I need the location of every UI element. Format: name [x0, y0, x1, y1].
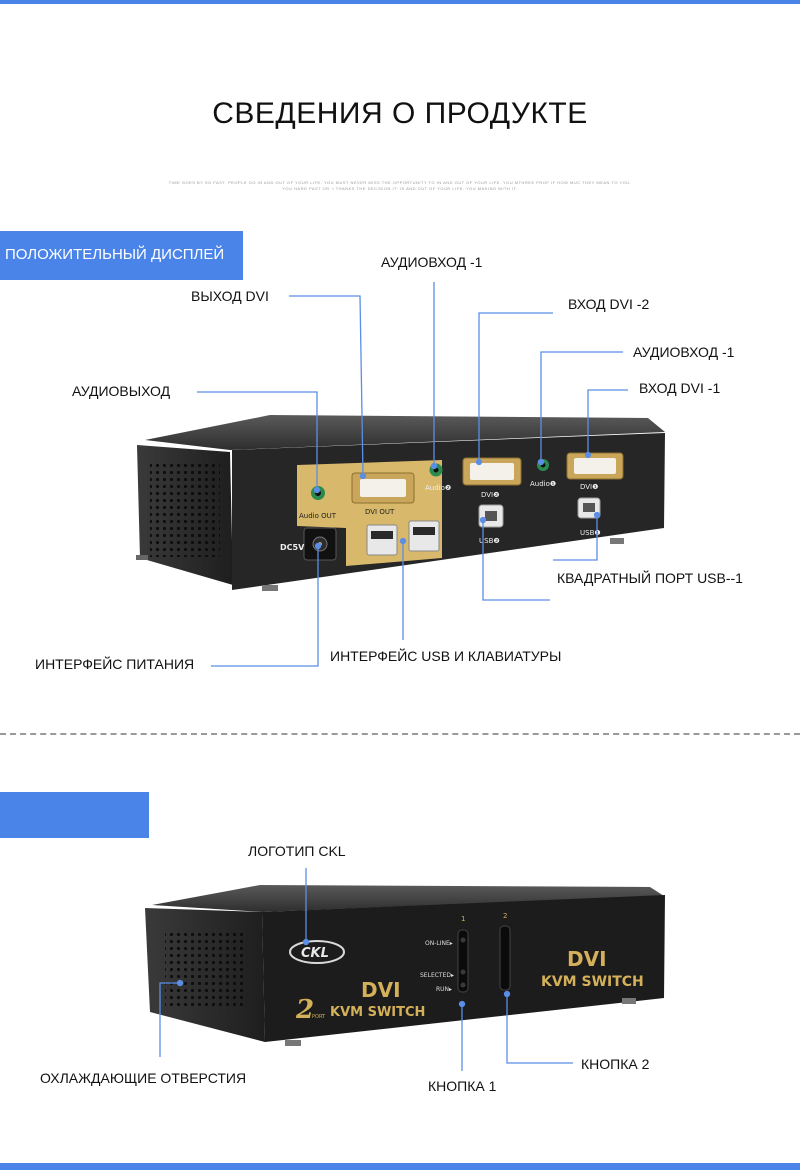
page-title: СВЕДЕНИЯ О ПРОДУКТЕ [212, 97, 588, 130]
print-dc5v: DC5V [280, 543, 305, 552]
print-logo: CKL [301, 946, 329, 961]
foot [136, 555, 148, 560]
print-usb-1: USB❶ [580, 529, 601, 537]
callout-button-2: КНОПКА 2 [581, 1056, 650, 1072]
print-selected: SELECTED▸ [420, 972, 454, 979]
print-led-1: 1 [461, 915, 465, 923]
print-dvi-1: DVI❶ [580, 483, 598, 491]
print-kvm-left: KVM SWITCH [330, 1005, 425, 1020]
front-device: CKL DVI 2 PORT KVM SWITCH ON-LINE▸ SELEC… [145, 885, 665, 1046]
callout-power-interface: ИНТЕРФЕЙС ПИТАНИЯ [35, 656, 195, 672]
callout-audio-in-1-top: АУДИОВХОД -1 [381, 254, 483, 270]
print-usb-2: USB❷ [479, 537, 500, 545]
rear-view-tab-label: ПОЛОЖИТЕЛЬНЫЙ ДИСПЛЕЙ [5, 246, 225, 263]
usb-a-port-keyboard [408, 520, 440, 552]
print-run: RUN▸ [436, 986, 452, 993]
foot [262, 585, 278, 591]
tagline-line-1: TIME GOES BY SO FAST, PEOPLE GO IN AND O… [168, 180, 632, 185]
foot [622, 998, 636, 1004]
dvi-in-2-port [470, 463, 514, 480]
button-1-slot [457, 929, 469, 993]
callout-usb-keyboard-interface: ИНТЕРФЕЙС USB И КЛАВИАТУРЫ [330, 648, 562, 664]
callout-dvi-in-2: ВХОД DVI -2 [568, 296, 650, 312]
led-online-1 [460, 937, 466, 943]
rear-view-tab: ПОЛОЖИТЕЛЬНЫЙ ДИСПЛЕЙ [0, 231, 243, 280]
print-dvi-left: DVI [361, 978, 401, 1002]
foot [285, 1040, 301, 1046]
cooling-holes-grid [165, 930, 245, 1010]
callout-audio-in-1-right: АУДИОВХОД -1 [633, 344, 735, 360]
section-divider [0, 733, 800, 735]
rear-leader-lines [197, 282, 628, 667]
dvi-out-port [360, 479, 406, 497]
callout-ckl-logo: ЛОГОТИП CKL [248, 843, 346, 859]
led-selected-1 [460, 969, 466, 975]
print-dvi-right: DVI [567, 947, 607, 971]
callout-dvi-out: ВЫХОД DVI [191, 288, 269, 304]
print-led-2: 2 [503, 912, 507, 920]
print-kvm-right: KVM SWITCH [541, 974, 644, 990]
dvi-in-1-port [574, 458, 616, 474]
callout-dvi-in-1: ВХОД DVI -1 [639, 380, 721, 396]
callout-usb-square-port: КВАДРАТНЫЙ ПОРТ USB--1 [557, 570, 743, 586]
print-audio-out: Audio OUT [299, 512, 337, 520]
print-audio-1: Audio❶ [530, 480, 556, 488]
print-dvi-out: DVI OUT [365, 508, 395, 516]
top-accent-bar [0, 0, 800, 4]
print-dvi-2: DVI❷ [481, 491, 499, 499]
usb-a-port-mouse [366, 524, 398, 556]
led-run-1 [460, 982, 466, 988]
foot [610, 538, 624, 544]
callout-button-1: КНОПКА 1 [428, 1078, 497, 1094]
print-online: ON-LINE▸ [425, 940, 453, 947]
ckl-logo-icon [289, 940, 345, 964]
callout-audio-out: АУДИОВЫХОД [72, 383, 171, 399]
print-port-count: 2 [295, 995, 314, 1025]
button-2-slot [499, 925, 511, 991]
callout-cooling-holes: ОХЛАЖДАЮЩИЕ ОТВЕРСТИЯ [40, 1070, 247, 1086]
rear-device: Audio OUT DVI OUT Audio❷ DVI❷ Audio❶ DVI… [136, 415, 665, 591]
front-leader-lines [159, 868, 573, 1071]
front-view-tab [0, 792, 149, 838]
print-audio-2: Audio❷ [425, 484, 451, 492]
tagline-line-2: YOU HARD PAST OR 'I THANKS THE DECISION … [282, 186, 518, 191]
bottom-accent-bar [0, 1163, 800, 1170]
print-port-word: PORT [312, 1014, 326, 1020]
